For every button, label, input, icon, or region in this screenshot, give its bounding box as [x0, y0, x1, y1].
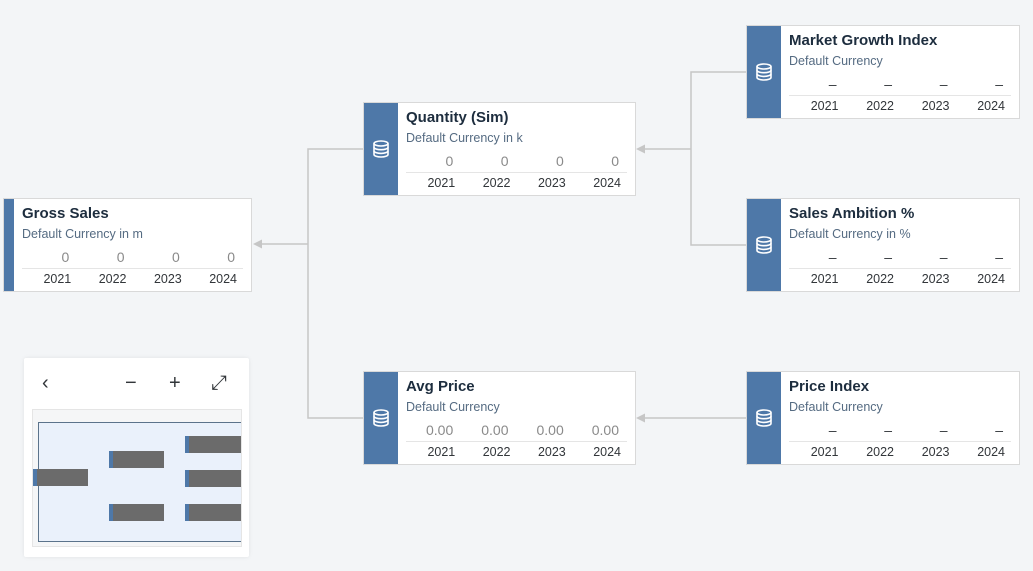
year-cell: 2021 — [43, 272, 72, 286]
year-cell: 2023 — [921, 272, 950, 286]
overview-node — [33, 469, 88, 486]
overview-node — [185, 504, 241, 521]
value-cell: 0 — [116, 249, 125, 265]
node-subtitle: Default Currency — [789, 54, 883, 68]
value-cell: – — [828, 76, 837, 92]
year-cell: 2023 — [921, 99, 950, 113]
value-cell: – — [828, 422, 837, 438]
value-cell: – — [939, 76, 948, 92]
value-cell: – — [995, 422, 1003, 438]
value-cell: 0 — [227, 249, 235, 265]
year-cell: 2021 — [810, 272, 839, 286]
overview-node — [109, 451, 164, 468]
value-cell: 0.00 — [536, 422, 564, 438]
value-cell: 0 — [61, 249, 70, 265]
node-values-grid: – – – – 2021 2022 2023 2024 — [789, 75, 1011, 116]
year-cell: 2024 — [977, 272, 1005, 286]
year-cell: 2023 — [537, 176, 566, 190]
node-title: Market Growth Index — [789, 32, 938, 49]
value-cell: 0 — [611, 153, 619, 169]
value-cell: 0 — [555, 153, 564, 169]
zoom-out-icon[interactable]: − — [125, 372, 137, 394]
value-cell: – — [939, 249, 948, 265]
overview-canvas[interactable] — [32, 409, 242, 547]
year-cell: 2022 — [866, 445, 894, 459]
database-icon — [373, 409, 389, 427]
year-cell: 2022 — [98, 272, 127, 286]
value-cell: – — [884, 249, 892, 265]
node-stripe — [364, 103, 398, 195]
value-cell: – — [884, 76, 892, 92]
value-cell: – — [995, 76, 1003, 92]
node-sales-ambition[interactable]: Sales Ambition % Default Currency in % –… — [746, 198, 1020, 292]
node-stripe — [4, 199, 14, 291]
year-cell: 2024 — [209, 272, 237, 286]
value-cell: 0.00 — [426, 422, 454, 438]
year-cell: 2022 — [866, 99, 894, 113]
year-cell: 2022 — [866, 272, 894, 286]
node-title: Avg Price — [406, 378, 475, 395]
database-icon — [756, 63, 772, 81]
year-cell: 2023 — [153, 272, 182, 286]
year-cell: 2024 — [593, 176, 621, 190]
value-cell: 0.00 — [481, 422, 509, 438]
value-cell: 0 — [500, 153, 509, 169]
value-cell: – — [995, 249, 1003, 265]
node-subtitle: Default Currency in m — [22, 227, 143, 241]
value-cell: 0 — [445, 153, 454, 169]
overview-panel: ‹ − + ⤢ — [24, 358, 249, 557]
chevron-left-icon[interactable]: ‹ — [42, 372, 49, 394]
year-cell: 2021 — [810, 99, 839, 113]
value-cell: – — [939, 422, 948, 438]
node-title: Quantity (Sim) — [406, 109, 509, 126]
node-subtitle: Default Currency — [406, 400, 500, 414]
value-cell: 0 — [171, 249, 180, 265]
database-icon — [373, 140, 389, 158]
value-cell: 0.00 — [591, 422, 619, 438]
node-stripe — [747, 26, 781, 118]
node-stripe — [747, 199, 781, 291]
node-subtitle: Default Currency — [789, 400, 883, 414]
node-title: Sales Ambition % — [789, 205, 915, 222]
zoom-in-icon[interactable]: + — [169, 372, 181, 394]
node-quantity-sim[interactable]: Quantity (Sim) Default Currency in k 0 0… — [363, 102, 636, 196]
year-cell: 2024 — [593, 445, 621, 459]
year-cell: 2022 — [482, 445, 511, 459]
year-cell: 2021 — [427, 445, 456, 459]
year-cell: 2024 — [977, 99, 1005, 113]
node-price-index[interactable]: Price Index Default Currency – – – – 202… — [746, 371, 1020, 465]
node-title: Price Index — [789, 378, 870, 395]
overview-node — [109, 504, 164, 521]
year-cell: 2023 — [537, 445, 566, 459]
node-title: Gross Sales — [22, 205, 109, 222]
overview-node — [185, 470, 241, 487]
overview-node — [185, 436, 241, 453]
node-values-grid: 0 0 0 0 2021 2022 2023 2024 — [406, 152, 627, 193]
value-cell: – — [884, 422, 892, 438]
year-cell: 2023 — [921, 445, 950, 459]
node-values-grid: 0 0 0 0 2021 2022 2023 2024 — [22, 248, 243, 289]
node-subtitle: Default Currency in % — [789, 227, 911, 241]
fit-to-screen-icon[interactable]: ⤢ — [211, 372, 227, 394]
database-icon — [756, 409, 772, 427]
year-cell: 2024 — [977, 445, 1005, 459]
node-stripe — [747, 372, 781, 464]
node-values-grid: – – – – 2021 2022 2023 2024 — [789, 248, 1011, 289]
node-subtitle: Default Currency in k — [406, 131, 523, 145]
year-cell: 2022 — [482, 176, 511, 190]
year-cell: 2021 — [427, 176, 456, 190]
year-cell: 2021 — [810, 445, 839, 459]
database-icon — [756, 236, 772, 254]
node-gross-sales[interactable]: Gross Sales Default Currency in m 0 0 0 … — [3, 198, 252, 292]
node-stripe — [364, 372, 398, 464]
node-avg-price[interactable]: Avg Price Default Currency 0.00 0.00 0.0… — [363, 371, 636, 465]
node-values-grid: – – – – 2021 2022 2023 2024 — [789, 421, 1011, 462]
node-values-grid: 0.00 0.00 0.00 0.00 2021 2022 2023 2024 — [406, 421, 627, 462]
value-cell: – — [828, 249, 837, 265]
node-market-growth-index[interactable]: Market Growth Index Default Currency – –… — [746, 25, 1020, 119]
